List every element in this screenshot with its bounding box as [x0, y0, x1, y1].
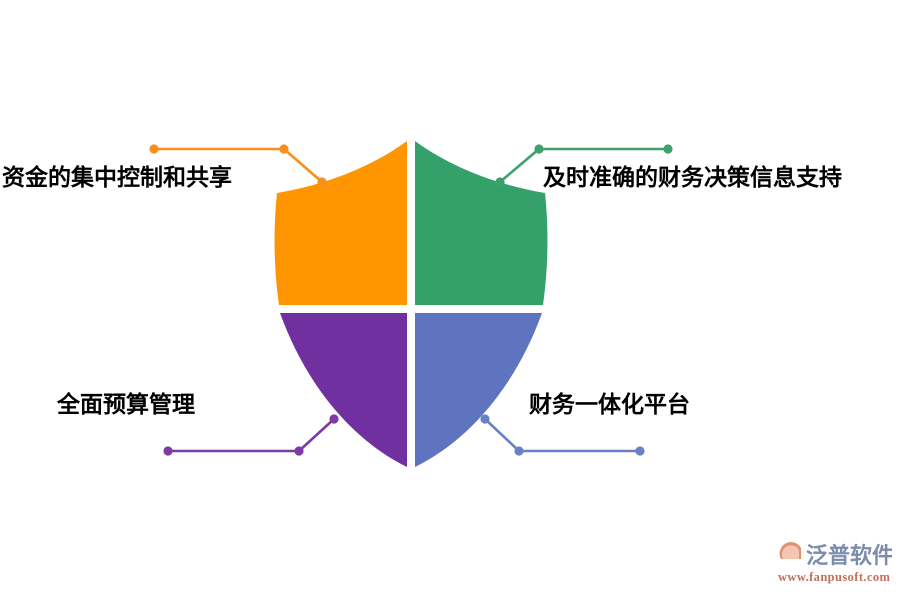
connector-dot-top-left-anchor: [317, 177, 327, 187]
logo-mark-icon: [778, 539, 801, 567]
connector-dot-top-right-outer: [663, 144, 673, 154]
connector-dot-bottom-right-anchor: [480, 414, 490, 424]
connector-dot-bottom-left-outer: [163, 446, 173, 456]
connector-dot-bottom-left-bend: [294, 446, 304, 456]
quadrant-shape-bottom-right[interactable]: [415, 313, 542, 467]
quadrant-shape-top-left[interactable]: [274, 141, 407, 305]
connector-line-bottom-left: [166, 417, 336, 453]
connector-line-bottom-right: [483, 417, 642, 453]
connector-top-right: [495, 144, 673, 187]
connector-bottom-right: [480, 414, 645, 456]
connector-dot-top-left-outer: [149, 144, 159, 154]
quadrant-label-bottom-right: 财务一体化平台: [529, 391, 690, 417]
connector-dot-bottom-right-outer: [635, 446, 645, 456]
quadrant-shape-top-right[interactable]: [415, 141, 548, 305]
connector-dot-bottom-right-bend: [514, 446, 524, 456]
logo-brand-text: 泛普软件: [806, 543, 892, 568]
logo-svg: 泛普软件 www.fanpusoft.com: [778, 539, 892, 584]
connector-bottom-left: [163, 414, 339, 456]
connector-dot-top-right-bend: [534, 144, 544, 154]
logo-website-text: www.fanpusoft.com: [778, 570, 891, 584]
quadrant-label-top-right: 及时准确的财务决策信息支持: [543, 164, 842, 190]
connector-dot-top-right-anchor: [495, 177, 505, 187]
connector-dot-top-left-bend: [279, 144, 289, 154]
connector-top-left: [149, 144, 327, 187]
quadrant-label-top-left: 资金的集中控制和共享: [2, 164, 232, 190]
connector-dot-bottom-left-anchor: [329, 414, 339, 424]
quadrant-shape-bottom-left[interactable]: [280, 313, 407, 467]
quadrant-label-bottom-left: 全面预算管理: [57, 391, 195, 417]
fanpusoft-logo[interactable]: 泛普软件 www.fanpusoft.com: [772, 535, 892, 587]
